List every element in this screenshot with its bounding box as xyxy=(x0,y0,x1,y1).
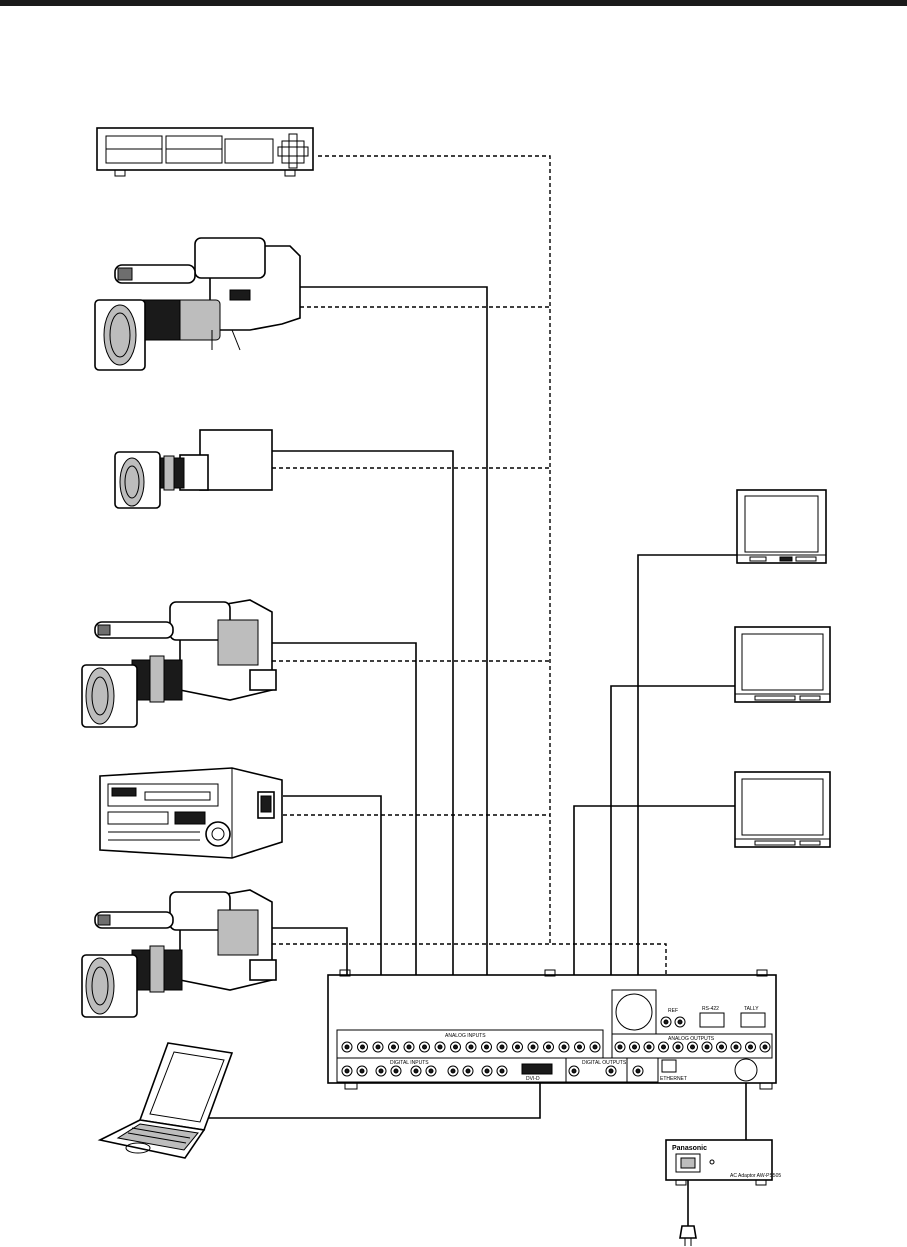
tally-label: TALLY xyxy=(744,1006,759,1012)
psu-model: AC Adaptor AW-PS505 xyxy=(730,1173,781,1179)
bnc-pin xyxy=(454,1045,458,1049)
control-panel-icon xyxy=(97,128,313,176)
bnc-pin xyxy=(423,1045,427,1049)
bnc-pin xyxy=(438,1045,442,1049)
bnc-pin xyxy=(485,1045,489,1049)
handheld-camcorder-icon xyxy=(82,600,276,727)
bnc-pin xyxy=(345,1069,349,1073)
handheld-camcorder-icon xyxy=(82,890,276,1017)
bnc-pin xyxy=(429,1069,433,1073)
bnc-pin xyxy=(749,1045,753,1049)
monitor-icon xyxy=(737,490,826,563)
ethernet-label: ETHERNET xyxy=(660,1076,687,1082)
bnc-pin xyxy=(394,1069,398,1073)
digital-outputs-label: DIGITAL OUTPUTS xyxy=(582,1060,627,1066)
analog-inputs-label: ANALOG INPUTS xyxy=(445,1033,486,1039)
bnc-pin xyxy=(636,1069,640,1073)
bnc-pin xyxy=(345,1045,349,1049)
psu-brand: Panasonic xyxy=(672,1145,707,1152)
bnc-pin xyxy=(376,1045,380,1049)
bnc-pin xyxy=(572,1069,576,1073)
video-cables xyxy=(205,287,746,1228)
ac-adaptor-icon: Panasonic AC Adaptor AW-PS505 xyxy=(666,1140,781,1185)
box-camera-icon xyxy=(115,430,272,508)
bnc-pin xyxy=(547,1045,551,1049)
bnc-pin xyxy=(485,1069,489,1073)
power-plug-icon xyxy=(680,1226,696,1246)
bnc-pin xyxy=(500,1069,504,1073)
analog-outputs-label: ANALOG OUTPUTS xyxy=(668,1036,715,1042)
dvi-label: DVI-D xyxy=(526,1076,540,1082)
switcher-rear-panel-icon: ANALOG INPUTS DIGITAL INPUTS DIGITAL OUT… xyxy=(328,970,776,1089)
bnc-pin xyxy=(618,1045,622,1049)
bnc-pin xyxy=(662,1045,666,1049)
bnc-pin xyxy=(633,1045,637,1049)
bnc-pin xyxy=(691,1045,695,1049)
control-cables xyxy=(272,156,666,1000)
vtr-deck-icon xyxy=(100,768,282,858)
digital-inputs-label: DIGITAL INPUTS xyxy=(390,1060,429,1066)
bnc-pin xyxy=(763,1045,767,1049)
bnc-pin xyxy=(578,1045,582,1049)
bnc-pin xyxy=(392,1045,396,1049)
bnc-pin xyxy=(734,1045,738,1049)
bnc-pin xyxy=(451,1069,455,1073)
ref-label: REF xyxy=(668,1008,678,1014)
monitor-icon xyxy=(735,772,830,847)
bnc-pin xyxy=(647,1045,651,1049)
bnc-pin xyxy=(516,1045,520,1049)
shoulder-camcorder-icon xyxy=(95,238,300,370)
bnc-pin xyxy=(414,1069,418,1073)
bnc-pin xyxy=(609,1069,613,1073)
monitor-icon xyxy=(735,627,830,702)
bnc-pin xyxy=(407,1045,411,1049)
bnc-pin xyxy=(664,1020,668,1024)
bnc-pin xyxy=(361,1045,365,1049)
bnc-pin xyxy=(593,1045,597,1049)
bnc-pin xyxy=(466,1069,470,1073)
bnc-pin xyxy=(562,1045,566,1049)
laptop-icon xyxy=(100,1043,232,1158)
rs422-label: RS-422 xyxy=(702,1006,719,1012)
bnc-pin xyxy=(531,1045,535,1049)
bnc-pin xyxy=(676,1045,680,1049)
bnc-pin xyxy=(469,1045,473,1049)
bnc-pin xyxy=(678,1020,682,1024)
bnc-pin xyxy=(379,1069,383,1073)
bnc-pin xyxy=(705,1045,709,1049)
bnc-pin xyxy=(360,1069,364,1073)
bnc-pin xyxy=(720,1045,724,1049)
bnc-pin xyxy=(500,1045,504,1049)
